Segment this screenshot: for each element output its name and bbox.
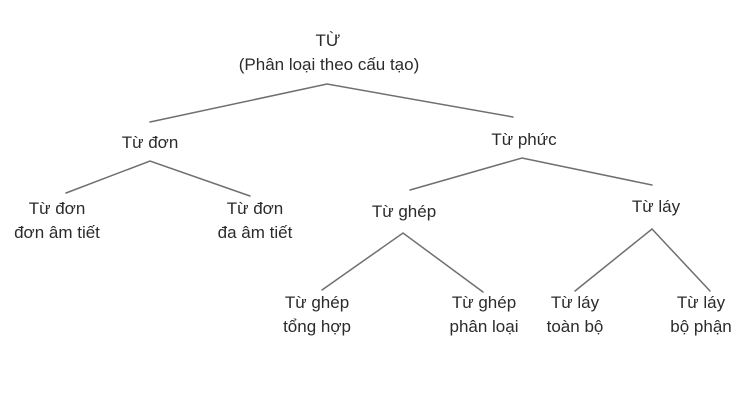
node-tu-lay: Từ láy — [631, 197, 681, 216]
node-label-line2: tổng hợp — [283, 317, 351, 336]
node-label-line2: đơn âm tiết — [14, 223, 100, 242]
node-tu-ghep-tong-hop: Từ ghép tổng hợp — [283, 291, 351, 339]
node-tu-ghep: Từ ghép — [371, 202, 437, 221]
node-tu-don-da-am-tiet: Từ đơn đa âm tiết — [218, 197, 293, 245]
node-root-title: TỪ — [315, 31, 341, 50]
node-tu-don: Từ đơn — [121, 133, 179, 152]
node-label-line2: phân loại — [449, 317, 519, 336]
node-label-line1: Từ ghép — [284, 293, 350, 312]
node-label-line2: toàn bộ — [546, 317, 604, 336]
node-root-subtitle: (Phân loại theo cấu tạo) — [238, 55, 420, 74]
edge-tu-ghep-to-children — [321, 232, 484, 293]
edge-tu-lay-to-children — [574, 227, 711, 292]
edge-root-to-tu-don-and-tu-phuc — [149, 83, 514, 123]
node-label-line1: Từ ghép — [451, 293, 517, 312]
node-tu-ghep-phan-loai: Từ ghép phân loại — [449, 291, 518, 339]
node-label-line1: Từ láy — [676, 293, 726, 312]
edge-tu-don-to-children — [65, 160, 251, 197]
node-tu-lay-bo-phan: Từ láy bộ phận — [670, 291, 731, 339]
node-tu-lay-toan-bo: Từ láy toàn bộ — [547, 291, 604, 339]
node-label-line2: đa âm tiết — [217, 223, 293, 242]
node-label-line1: Từ đơn — [28, 199, 86, 218]
node-tu-phuc: Từ phức — [491, 130, 557, 149]
node-label-line1: Từ láy — [550, 293, 600, 312]
node-tu-don-don-am-tiet: Từ đơn đơn âm tiết — [14, 197, 100, 245]
node-label-line2: bộ phận — [670, 317, 732, 336]
edge-tu-phuc-to-children — [409, 157, 653, 191]
node-label-line1: Từ đơn — [226, 199, 284, 218]
